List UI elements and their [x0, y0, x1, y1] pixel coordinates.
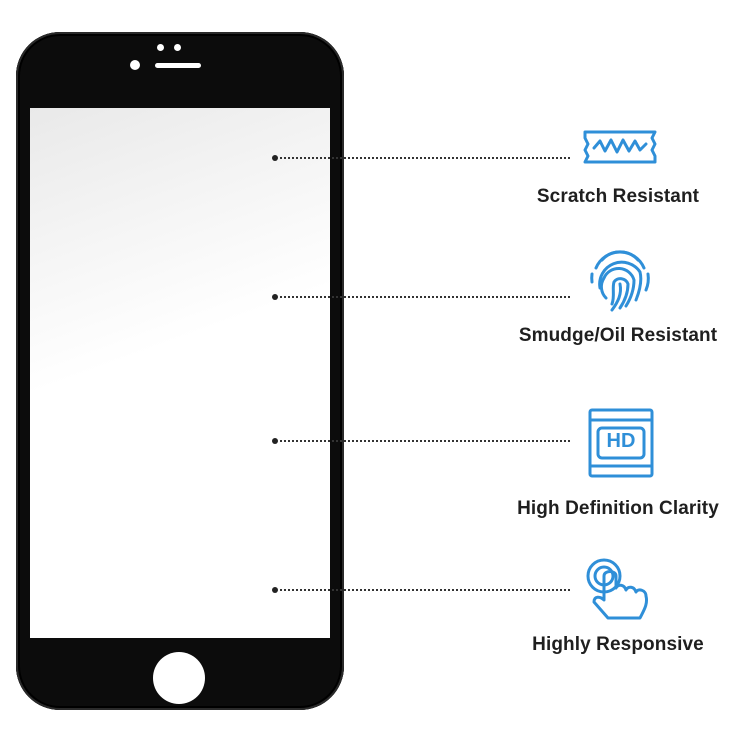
earpiece-speaker [155, 63, 201, 68]
front-camera [130, 60, 140, 70]
feature-label-scratch: Scratch Resistant [536, 186, 700, 207]
callout-line-scratch [280, 157, 570, 159]
callout-dot-responsive [272, 587, 278, 593]
touch-tap-icon [586, 558, 648, 620]
callout-dot-smudge [272, 294, 278, 300]
feature-label-hd: High Definition Clarity [517, 498, 719, 519]
proximity-sensor-right [174, 44, 181, 51]
callout-line-responsive [280, 589, 570, 591]
callout-line-smudge [280, 296, 570, 298]
hd-display-icon [588, 408, 654, 478]
feature-label-responsive: Highly Responsive [532, 634, 704, 655]
scratch-zigzag-icon [583, 130, 657, 164]
callout-line-hd [280, 440, 570, 442]
callout-dot-scratch [272, 155, 278, 161]
hd-icon-text: HD [606, 430, 636, 452]
phone-screen [30, 108, 330, 638]
proximity-sensor-left [157, 44, 164, 51]
feature-label-smudge: Smudge/Oil Resistant [518, 325, 718, 346]
home-button [153, 652, 205, 704]
callout-dot-hd [272, 438, 278, 444]
fingerprint-icon [590, 250, 650, 312]
